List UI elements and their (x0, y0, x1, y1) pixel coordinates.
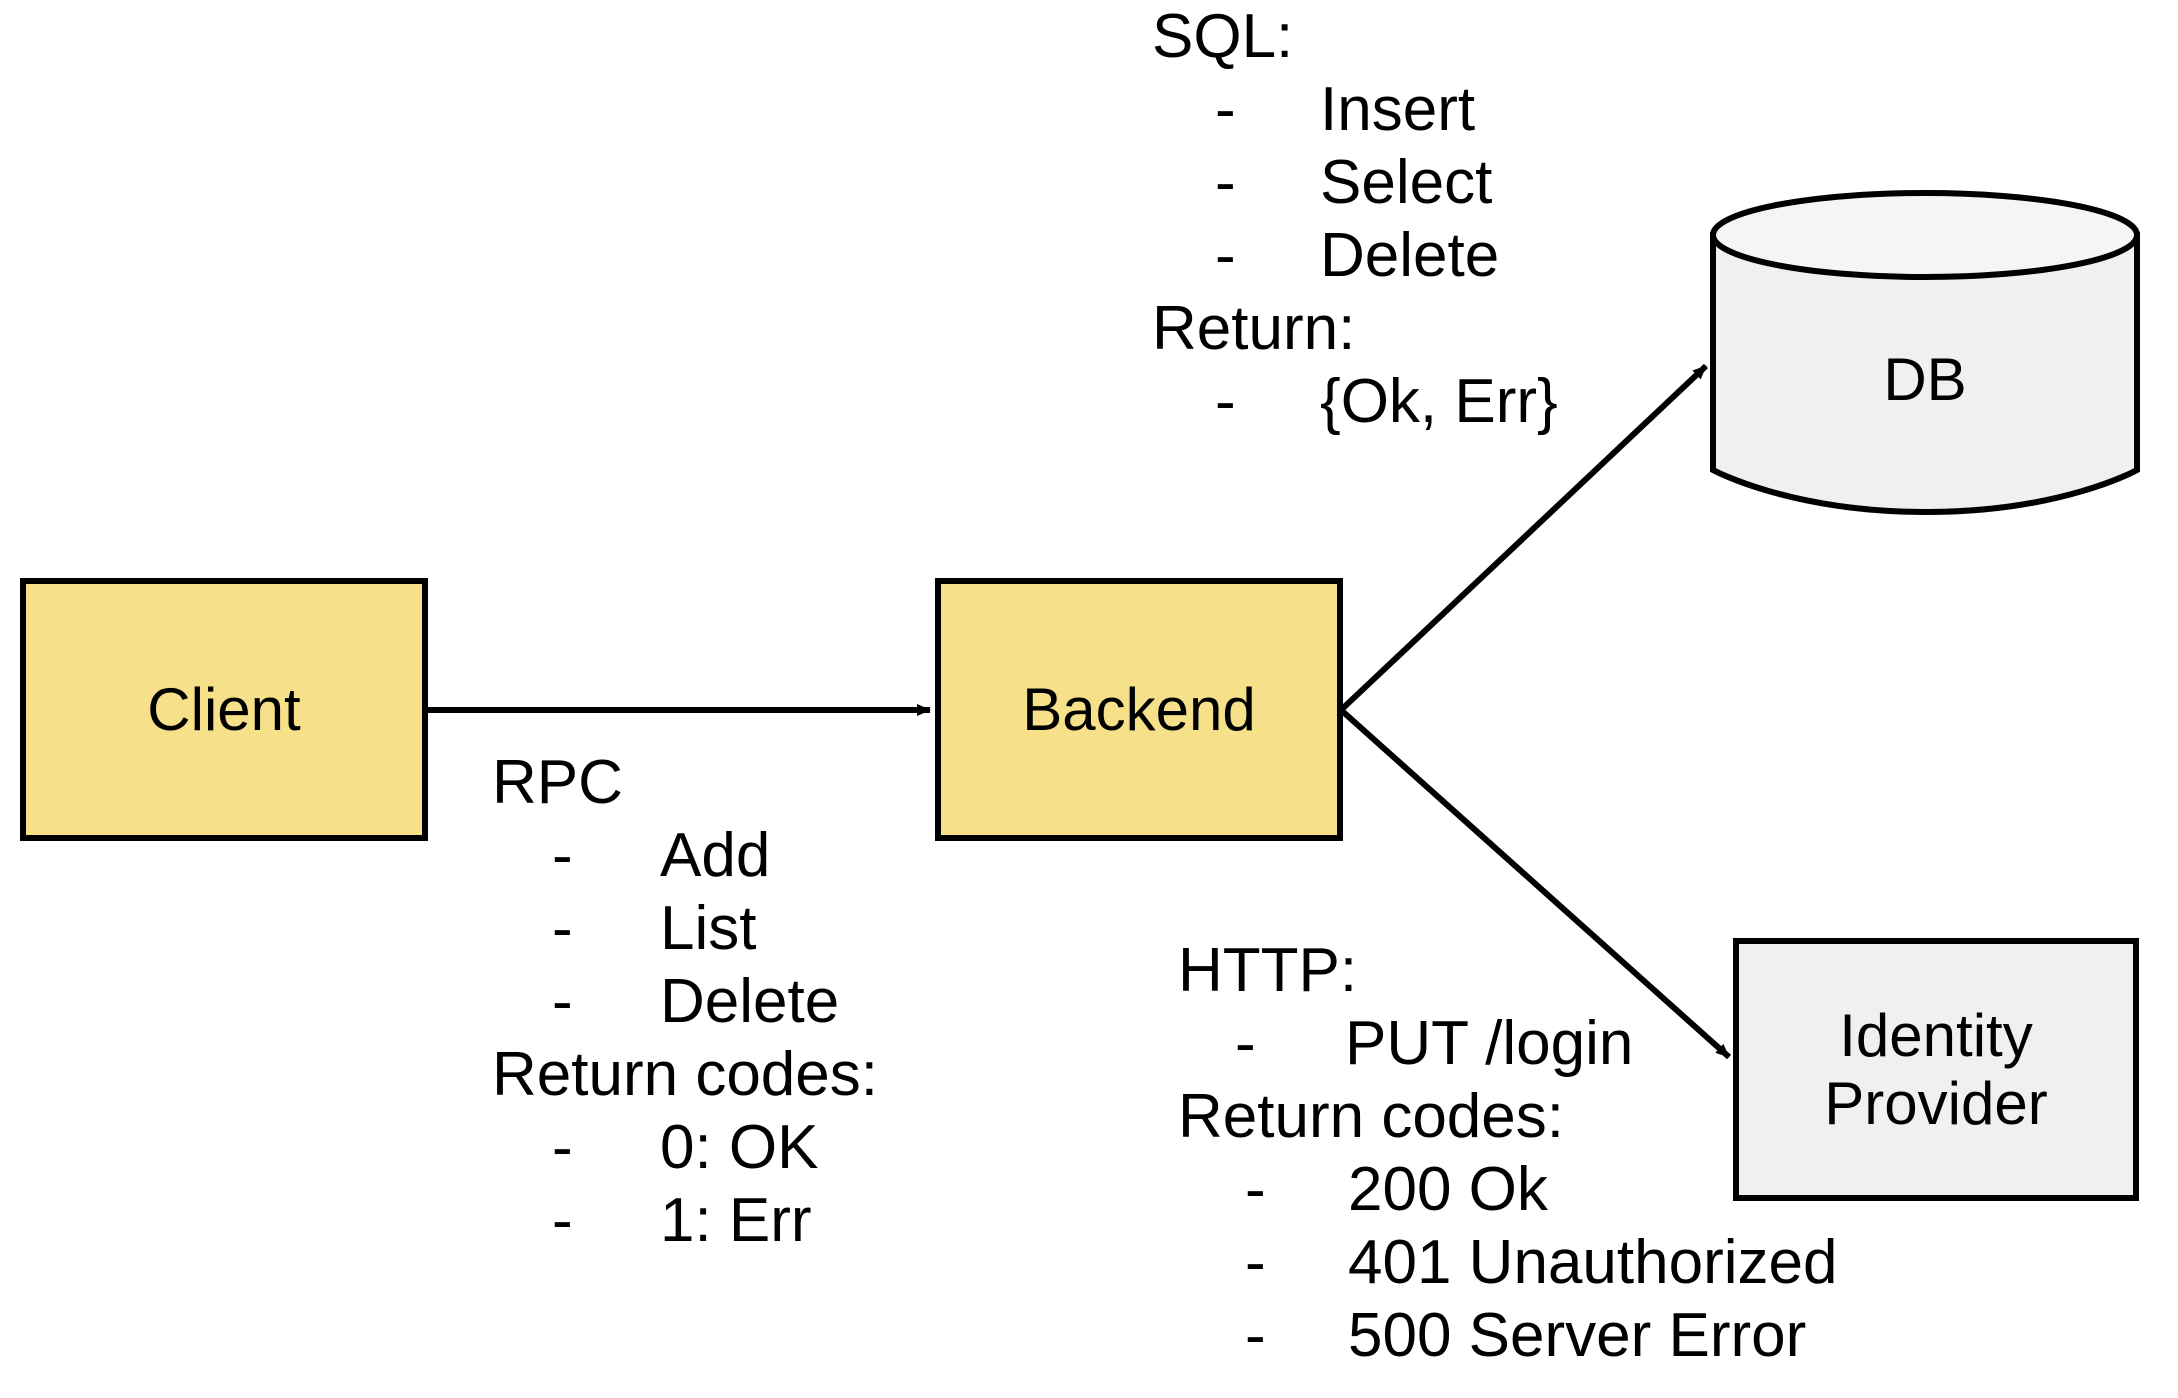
annotation-sql-item-2: Delete (1320, 221, 1500, 290)
node-identity-provider-shape[interactable] (1733, 938, 2139, 1201)
annotation-sql-subitem-0: {Ok, Err} (1320, 367, 1558, 436)
annotation-rpc-item-0: Add (660, 821, 771, 890)
annotation-sql-heading: SQL: (1152, 2, 1294, 71)
annotation-sql-item-0: Insert (1320, 75, 1476, 144)
annotation-rpc-heading: RPC (492, 748, 623, 817)
annotation-sql-bullet-0: - (1215, 75, 1236, 144)
annotation-http-subheading: Return codes: (1178, 1082, 1564, 1151)
node-backend-shape[interactable] (935, 578, 1343, 841)
annotation-http-heading: HTTP: (1178, 936, 1358, 1005)
annotation-rpc-item-2: Delete (660, 967, 840, 1036)
annotation-rpc-bullet-0: - (552, 821, 573, 890)
annotation-http-subbullet-1: - (1245, 1228, 1266, 1297)
annotation-sql-bullet-2: - (1215, 221, 1236, 290)
annotation-http-subbullet-0: - (1245, 1155, 1266, 1224)
edge-backend-to-db (1338, 363, 1709, 713)
annotation-rpc-subbullet-1: - (552, 1186, 573, 1255)
annotation-http-subitem-2: 500 Server Error (1348, 1301, 1807, 1370)
edge-backend-to-identity-provider (1339, 707, 1731, 1060)
annotation-sql-bullet-1: - (1215, 148, 1236, 217)
annotation-http-item-0: PUT /login (1345, 1009, 1634, 1078)
annotation-sql-item-1: Select (1320, 148, 1493, 217)
annotation-rpc-subheading: Return codes: (492, 1040, 878, 1109)
annotation-sql-subheading: Return: (1152, 294, 1356, 363)
annotation-http-subitem-0: 200 Ok (1348, 1155, 1548, 1224)
node-client-shape[interactable] (20, 578, 428, 841)
annotation-http-subitem-1: 401 Unauthorized (1348, 1228, 1838, 1297)
annotation-http-bullet-0: - (1235, 1009, 1256, 1078)
annotation-sql-subbullet-0: - (1215, 367, 1236, 436)
annotation-rpc-item-1: List (660, 894, 757, 963)
annotation-rpc-subitem-1: 1: Err (660, 1186, 812, 1255)
annotation-rpc-bullet-1: - (552, 894, 573, 963)
annotation-http-subbullet-2: - (1245, 1301, 1266, 1370)
annotation-rpc-subbullet-0: - (552, 1113, 573, 1182)
annotation-rpc-bullet-2: - (552, 967, 573, 1036)
node-db-shape[interactable] (1710, 190, 2140, 516)
annotation-rpc-subitem-0: 0: OK (660, 1113, 819, 1182)
